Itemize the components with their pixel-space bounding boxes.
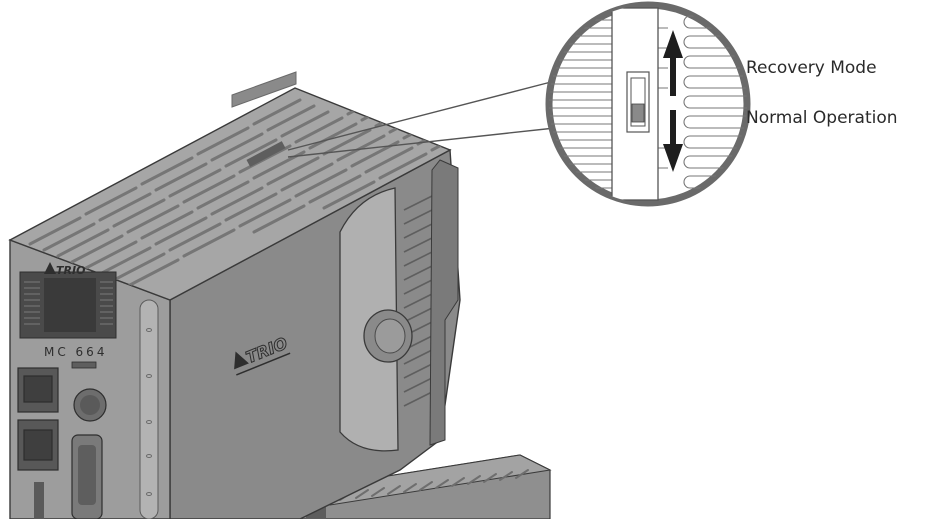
ethernet-ports [17, 367, 59, 471]
zoom-callout [545, 1, 751, 207]
brand-logo-front: TRIO [44, 262, 85, 277]
arrow-down-icon [663, 110, 683, 172]
recovery-switch-slot [246, 141, 286, 167]
rear-flange [429, 159, 459, 446]
display-panel [19, 271, 117, 339]
normal-operation-label: Normal Operation [746, 108, 898, 128]
loose-plate [231, 71, 297, 108]
switch-lever [631, 103, 645, 123]
serial-connectors [71, 388, 107, 519]
mounting-clip [339, 187, 413, 452]
brand-logo-front-text: TRIO [56, 264, 85, 277]
led-rail [139, 299, 159, 519]
callout-leader [287, 81, 556, 158]
recovery-mode-label: Recovery Mode [746, 58, 877, 78]
top-face [8, 87, 452, 301]
direction-arrows [663, 30, 683, 172]
arrow-up-icon [663, 30, 683, 96]
model-label: MC 664 [44, 345, 107, 359]
